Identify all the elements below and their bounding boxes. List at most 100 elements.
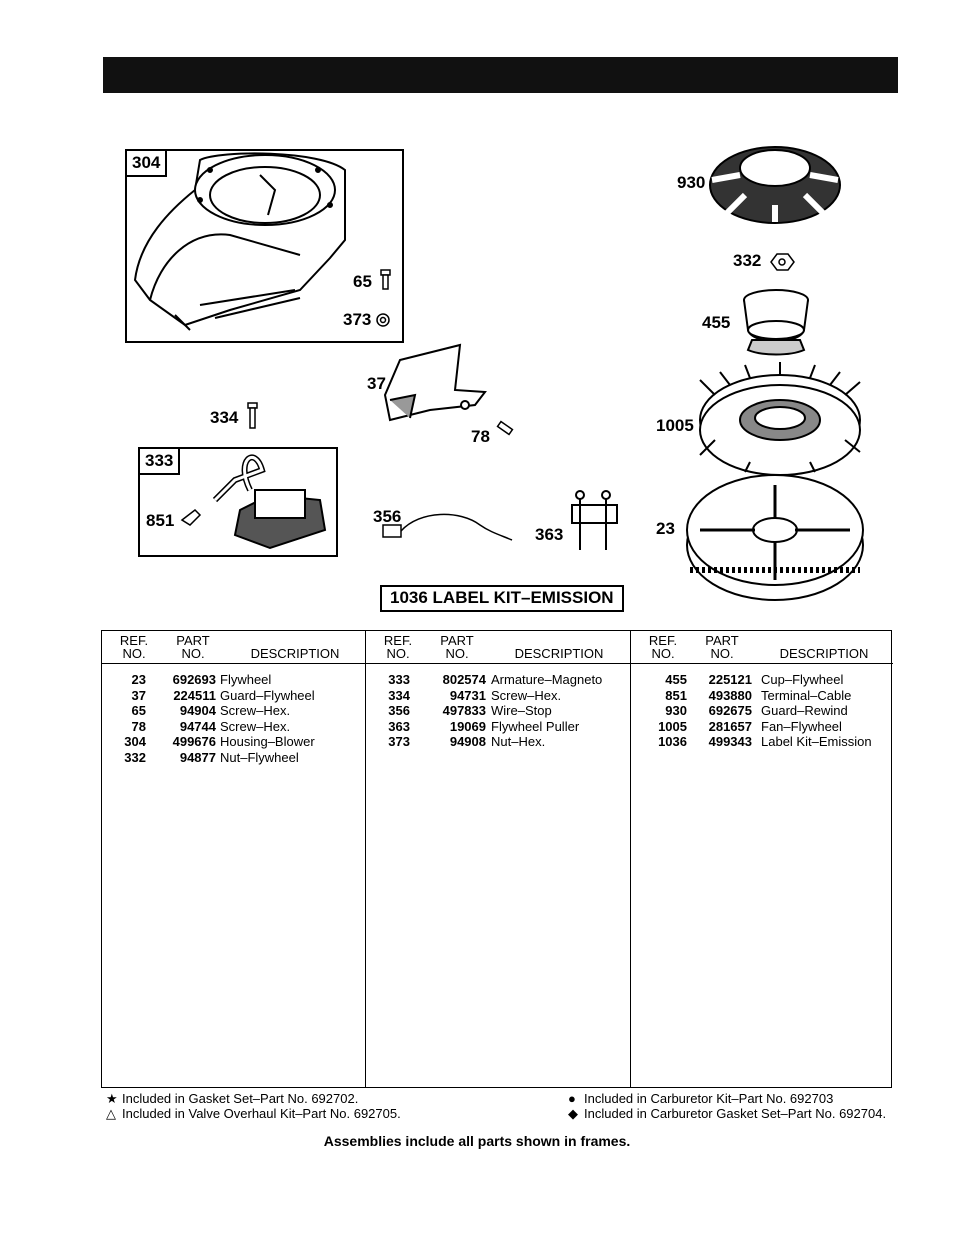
footnote-carburetor-kit: ●Included in Carburetor Kit–Part No. 692… [568, 1091, 833, 1106]
callout-930: 930 [677, 173, 706, 192]
header-part-top: PART [176, 633, 210, 648]
callout-1005: 1005 [656, 416, 694, 435]
diamond-icon: ◆ [568, 1106, 578, 1121]
description: Flywheel [220, 672, 272, 687]
ref-no: 363 [388, 718, 410, 734]
description: Guard–Rewind [761, 703, 848, 719]
description: Housing–Blower [220, 734, 315, 750]
ref-no: 356 [388, 703, 410, 719]
description: Label Kit–Emission [761, 734, 872, 750]
table-row: 356 497833 Wire–Stop [366, 703, 631, 719]
part-no: 94877 [179, 749, 216, 765]
footnote-gasket-set: ★ Included in Gasket Set–Part No. 692702. [106, 1091, 358, 1107]
callout-455: 455 [702, 313, 731, 332]
header-part-top: PART [705, 633, 739, 648]
table-row: 930 692675 Guard–Rewind [631, 703, 893, 719]
description: Nut–Flywheel [220, 749, 299, 765]
description: Guard–Flywheel [220, 687, 315, 703]
screw-65-illustration [380, 269, 391, 290]
callout-373: 373 [343, 310, 372, 329]
ref-no: 332 [124, 749, 146, 765]
ref-no: 1005 [658, 718, 687, 734]
flywheel-illustration [686, 474, 864, 601]
callout-356: 356 [373, 507, 402, 526]
description: Screw–Hex. [491, 687, 562, 703]
stop-wire-illustration [382, 513, 513, 541]
nut-332-illustration [770, 253, 795, 271]
header-description: DESCRIPTION [779, 646, 869, 661]
ref-no: 78 [131, 718, 146, 734]
footnote-carburetor-gasket: ◆ Included in Carburetor Gasket Set–Part … [568, 1106, 886, 1122]
callout-78: 78 [471, 427, 490, 446]
part-no: 225121 [708, 672, 752, 687]
ref-no: 333 [388, 672, 410, 687]
header-ref: REF.NO. [645, 634, 681, 660]
fan-flywheel-illustration [699, 362, 861, 476]
description: Screw–Hex. [220, 718, 291, 734]
header-ref-top: REF. [119, 633, 149, 648]
description: Nut–Hex. [491, 734, 546, 750]
part-no: 94908 [449, 734, 486, 750]
part-no: 692693 [172, 672, 216, 687]
footnote-text: Included in Carburetor Gasket Set–Part N… [584, 1106, 887, 1121]
dot-icon: ● [568, 1091, 576, 1106]
header-part-bottom: NO. [181, 646, 205, 661]
callout-334: 334 [210, 408, 239, 427]
part-no: 497833 [442, 703, 486, 719]
exploded-parts-diagram [133, 146, 864, 601]
header-ref-bottom: NO. [122, 646, 146, 661]
frame-armature: 333 [138, 447, 338, 557]
ref-no: 65 [131, 703, 146, 719]
description: Cup–Flywheel [761, 672, 844, 687]
screw-78-illustration [496, 420, 514, 436]
callout-332: 332 [733, 251, 762, 270]
description: Screw–Hex. [220, 703, 291, 719]
star-icon: ★ [106, 1091, 118, 1106]
ref-no: 1036 [658, 734, 687, 750]
ref-no: 334 [388, 687, 410, 703]
footnote-text: Included in Gasket Set–Part No. 692702. [122, 1091, 359, 1106]
header-part-bottom: NO. [710, 646, 734, 661]
ref-no: 930 [665, 703, 687, 719]
footnote-text: Included in Valve Overhaul Kit–Part No. … [122, 1106, 401, 1121]
description: Wire–Stop [491, 703, 552, 719]
screw-334-illustration [247, 402, 258, 429]
part-no: 692675 [708, 703, 752, 719]
rewind-guard-illustration [709, 146, 841, 224]
armature-illustration [212, 454, 327, 550]
ref-no: 37 [131, 687, 146, 703]
header-ref-bottom: NO. [651, 646, 675, 661]
callout-851: 851 [146, 511, 175, 530]
callout-363: 363 [535, 525, 564, 544]
terminal-cable-illustration [180, 509, 202, 526]
callout-333: 333 [140, 449, 181, 475]
footnote-valve-kit: △Included in Valve Overhaul Kit–Part No.… [106, 1106, 401, 1122]
assembly-note: Assemblies include all parts shown in fr… [323, 1133, 631, 1149]
part-no: 19069 [449, 718, 486, 734]
header-ref-top: REF. [383, 633, 413, 648]
part-no: 224511 [173, 687, 216, 703]
header-description: DESCRIPTION [514, 646, 604, 661]
ref-no: 851 [665, 687, 687, 703]
